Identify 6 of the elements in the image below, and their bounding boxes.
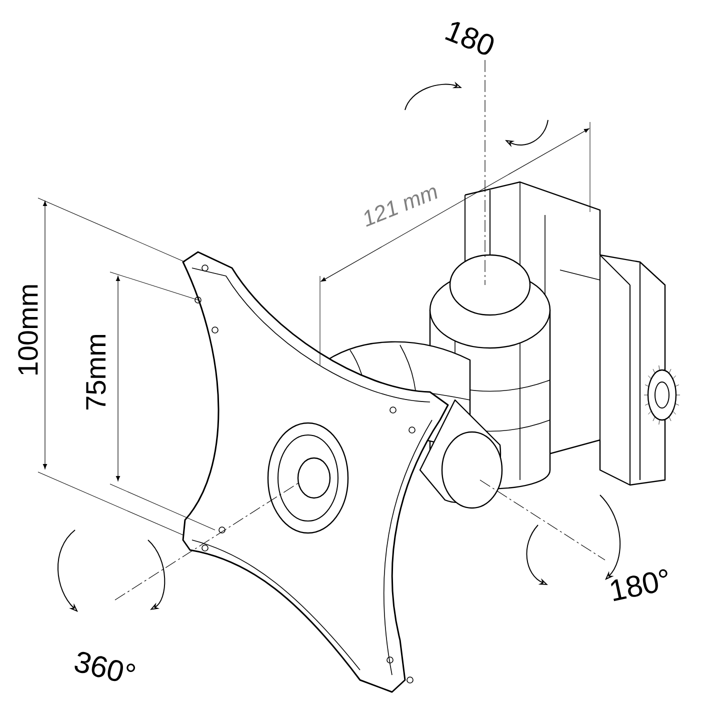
dimension-label: 100mm xyxy=(18,285,38,375)
dimension-label: 180° xyxy=(611,569,668,602)
dimension-label: 75mm xyxy=(86,334,106,410)
dimension-label: 180 xyxy=(445,22,494,55)
dimension-label: 360° xyxy=(74,652,136,682)
dimension-label: 121 mm xyxy=(364,188,438,227)
